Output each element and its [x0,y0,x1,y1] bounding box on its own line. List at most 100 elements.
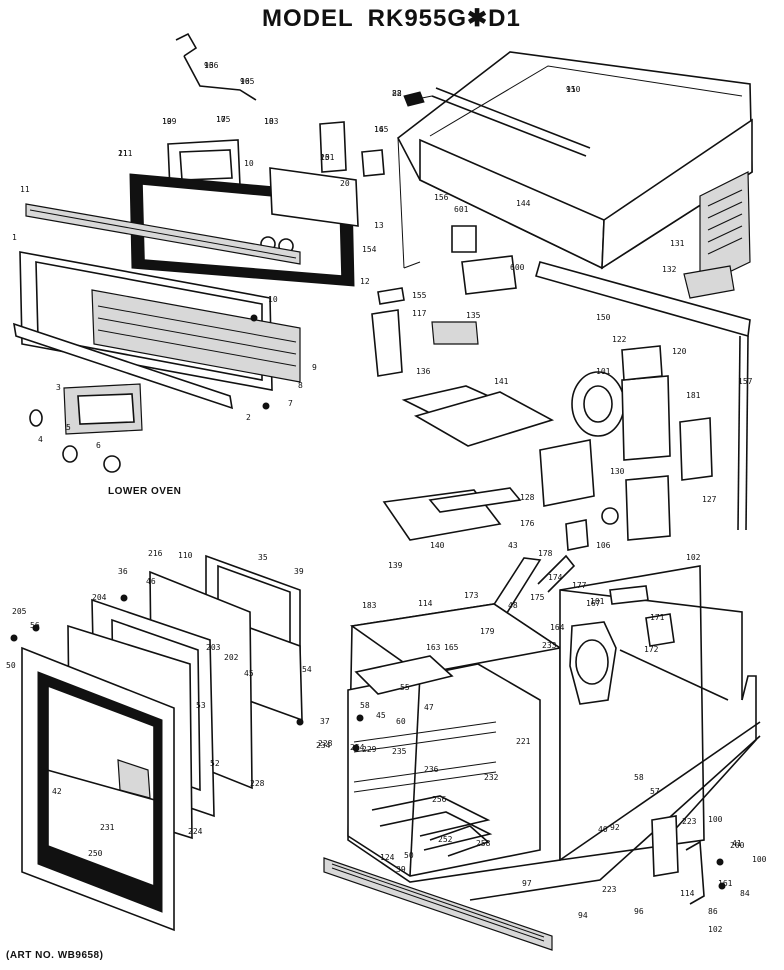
callout-175: 175 [530,593,545,602]
callout-201: 201 [320,153,335,162]
support-rail [535,261,751,531]
callout-2: 2 [246,413,251,422]
callout-43: 43 [508,541,518,550]
callout-35: 35 [258,553,268,562]
callout-204: 204 [92,593,107,602]
model-label: MODEL [262,5,354,32]
callout-167: 167 [586,599,601,608]
callout-256: 256 [432,795,447,804]
callout-177: 177 [572,581,587,590]
callout-45: 45 [376,711,386,720]
callout-86: 86 [708,907,718,916]
callout-165: 165 [444,643,459,652]
callout-141: 141 [494,377,509,386]
art-number: (ART NO. WB9658) [6,950,104,961]
callout-130: 130 [610,467,625,476]
callout-103: 103 [264,117,279,126]
callout-45: 45 [244,669,254,678]
lower-oven-label: LOWER OVEN [108,486,182,497]
outer-cabinet [396,51,753,299]
callout-46: 46 [146,577,156,586]
callout-122: 122 [612,335,627,344]
callout-96: 96 [634,907,644,916]
callout-200: 200 [730,841,745,850]
callout-15: 15 [320,153,330,162]
callout-178: 178 [538,549,553,558]
callout-144: 144 [516,199,531,208]
callout-50: 50 [404,851,414,860]
callout-155: 155 [412,291,427,300]
callout-164: 164 [550,623,565,632]
callout-154: 154 [362,245,377,254]
callout-601: 601 [454,205,469,214]
callout-135: 135 [466,311,481,320]
callout-12: 12 [360,277,370,286]
callout-5: 5 [66,423,71,432]
callout-114: 114 [418,599,433,608]
callout-179: 179 [480,627,495,636]
callout-109: 109 [162,117,177,126]
callout-124: 124 [380,853,395,862]
callout-58: 58 [360,701,370,710]
bottom-vent [323,857,553,951]
callout-150: 150 [566,85,581,94]
callout-60: 60 [396,717,406,726]
callout-39: 39 [396,865,406,874]
callout-53: 53 [196,701,206,710]
callout-111: 111 [118,149,133,158]
callout-165: 165 [240,77,255,86]
callout-132: 132 [662,265,677,274]
callout-181: 181 [686,391,701,400]
callout-20: 20 [340,179,350,188]
callout-37: 37 [320,717,330,726]
callout-166: 166 [204,61,219,70]
callout-150: 150 [596,313,611,322]
callout-127: 127 [702,495,717,504]
callout-120: 120 [672,347,687,356]
callout-9: 9 [312,363,317,372]
callout-102: 102 [686,553,701,562]
callout-254: 254 [350,743,365,752]
callout-7: 7 [288,399,293,408]
callout-117: 117 [412,309,427,318]
callout-47: 47 [424,703,434,712]
callout-101: 101 [596,367,611,376]
callout-224: 224 [188,827,203,836]
callout-161: 161 [718,879,733,888]
callout-58: 58 [634,773,644,782]
callout-94: 94 [578,911,588,920]
callout-128: 128 [520,493,535,502]
callout-1: 1 [12,233,17,242]
door-assembly [21,554,303,932]
callout-21: 21 [118,149,128,158]
callout-174: 174 [548,573,563,582]
callout-140: 140 [430,541,445,550]
callout-228: 228 [250,779,265,788]
oven-frame [469,565,761,905]
callout-22: 22 [392,89,402,98]
callout-223: 223 [602,885,617,894]
callout-10: 10 [244,159,254,168]
callout-157: 157 [738,377,753,386]
callout-202: 202 [224,653,239,662]
callout-165: 165 [374,125,389,134]
callout-100: 100 [752,855,767,864]
callout-110: 110 [178,551,193,560]
callout-88: 88 [392,89,402,98]
callout-57: 57 [650,787,660,796]
callout-205: 205 [12,607,27,616]
callout-235: 235 [392,747,407,756]
callout-19: 19 [162,117,172,126]
callout-3: 3 [56,383,61,392]
callout-6: 6 [96,441,101,450]
callout-183: 183 [362,601,377,610]
callout-17: 17 [216,115,226,124]
callout-223: 223 [682,817,697,826]
callout-258: 258 [476,839,491,848]
callout-91: 91 [566,85,576,94]
callout-102: 102 [708,925,723,934]
callout-234: 234 [316,741,331,750]
callout-233: 233 [542,641,557,650]
callout-173: 173 [464,591,479,600]
